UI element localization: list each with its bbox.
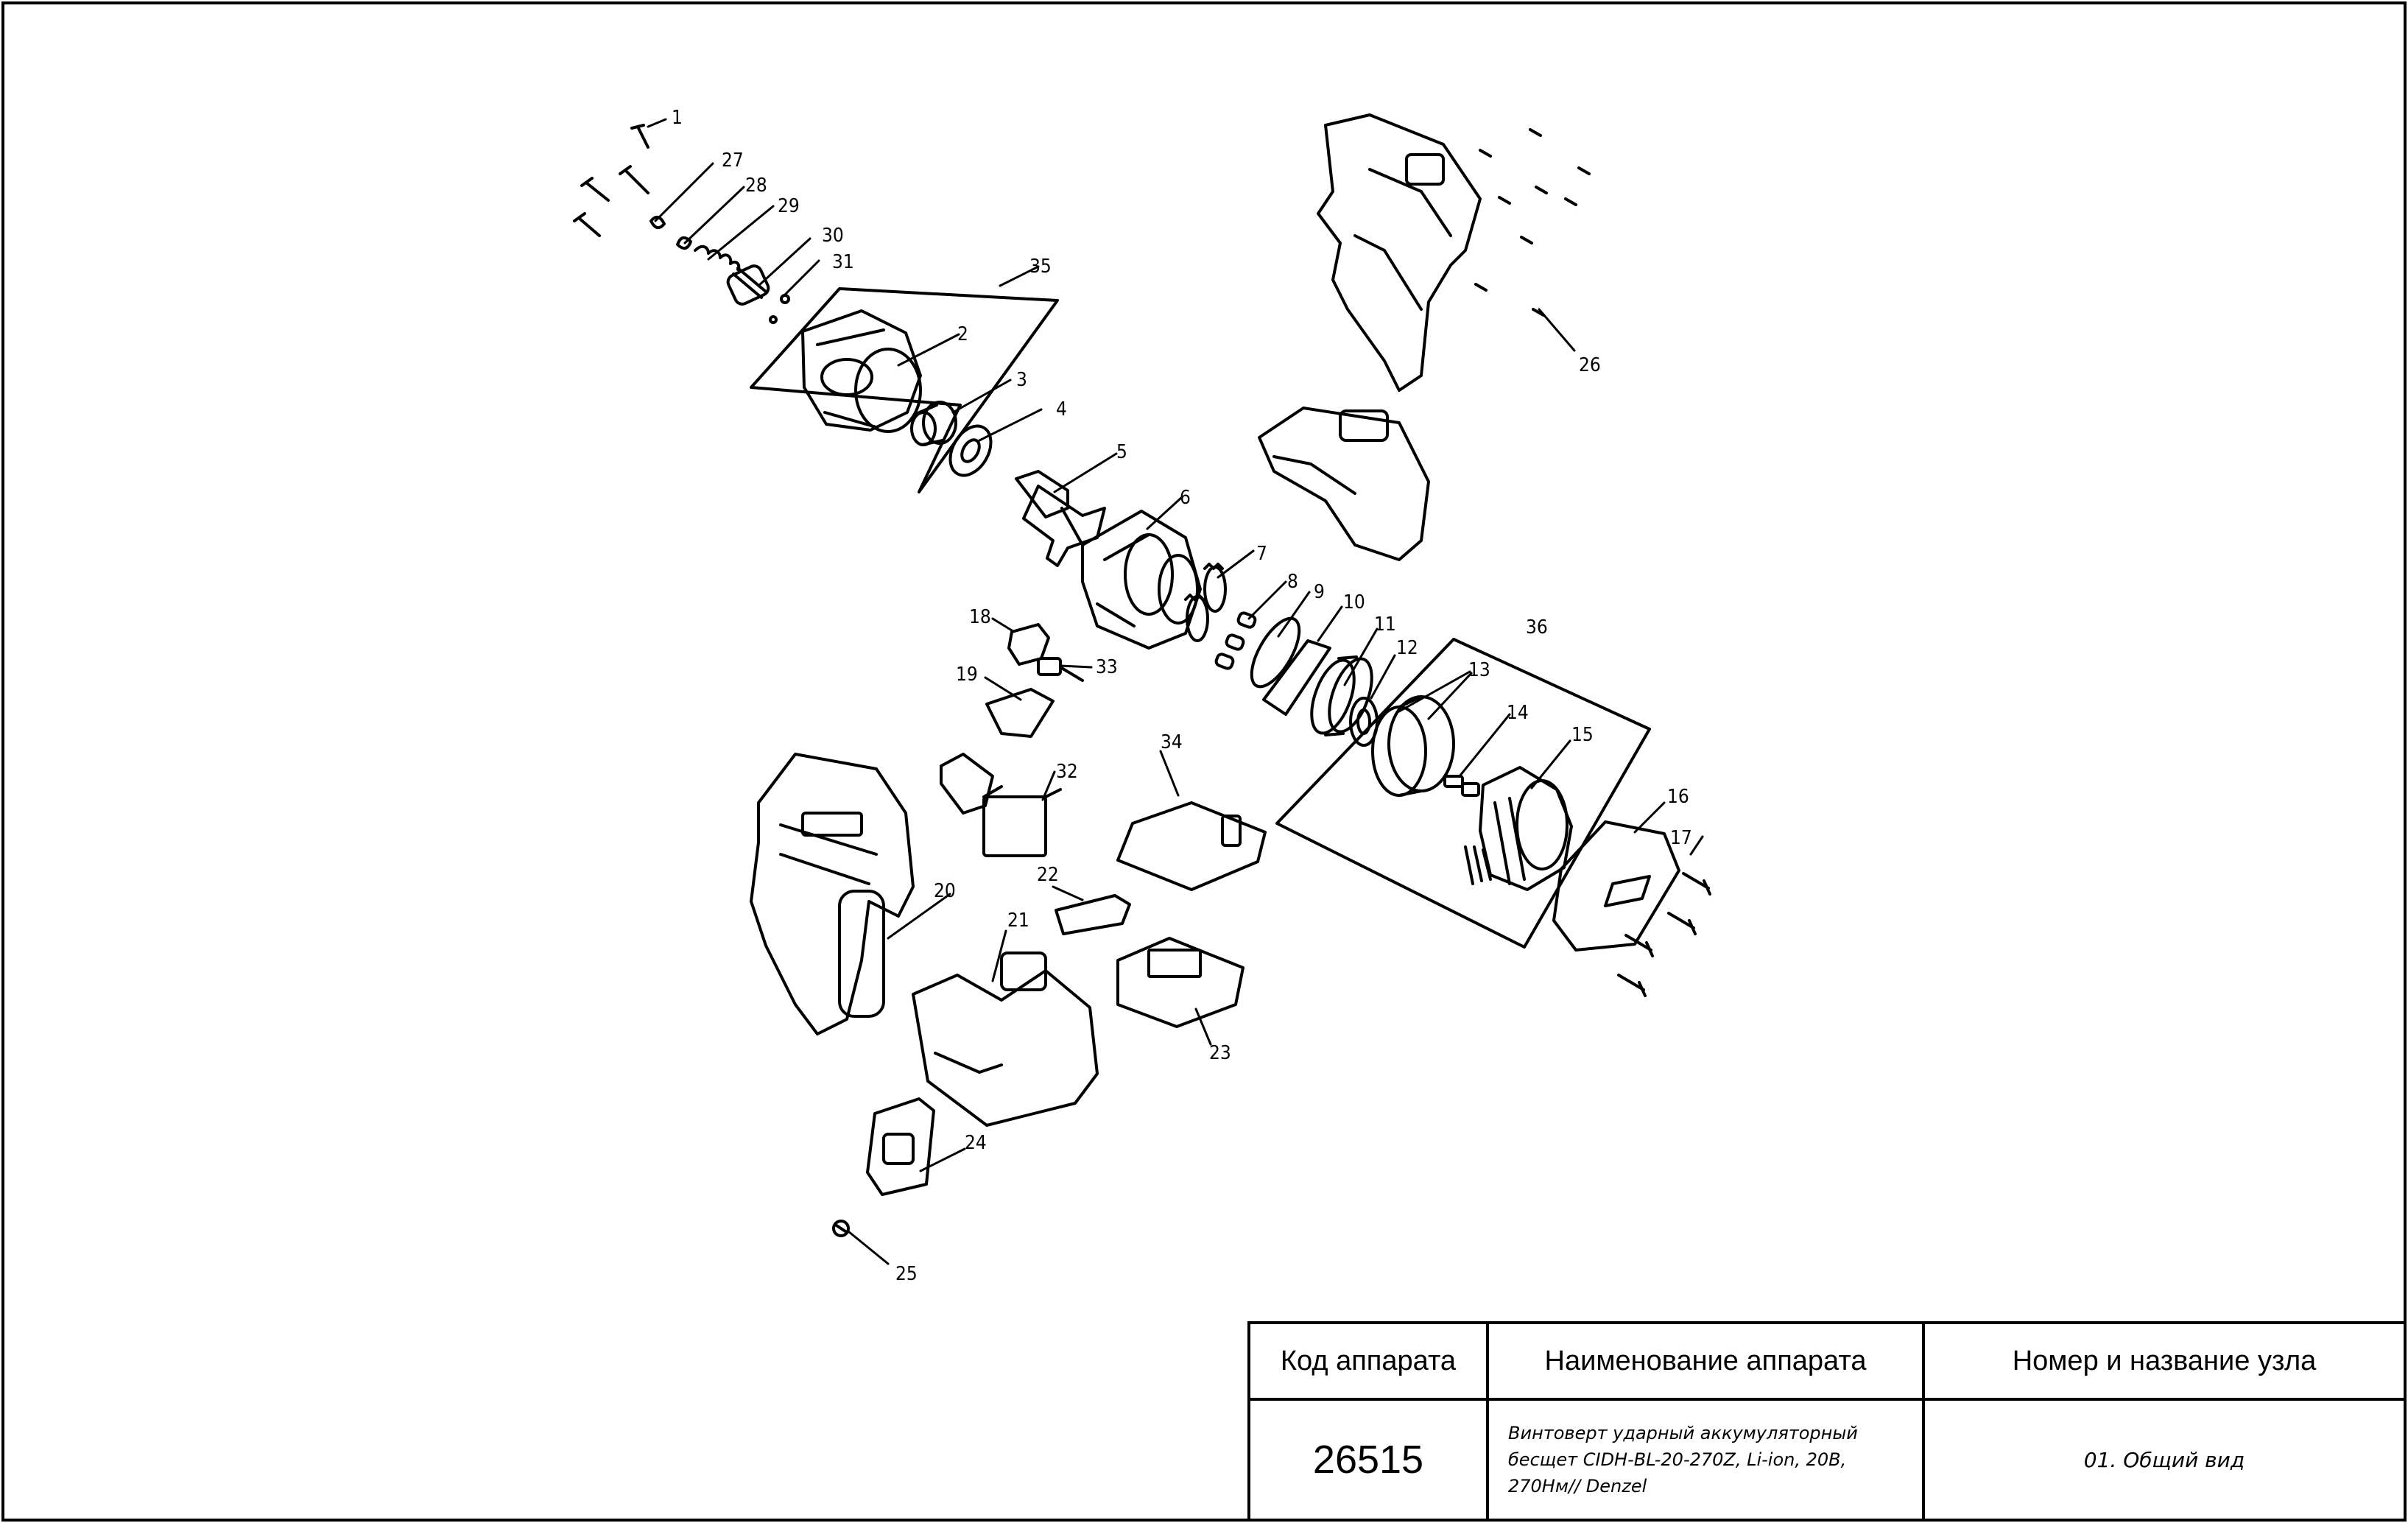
callout-30: 30 (822, 225, 844, 247)
callout-28: 28 (745, 175, 767, 197)
callout-10: 10 (1343, 591, 1365, 613)
part-33-spring (1037, 657, 1084, 682)
callout-36: 36 (1526, 616, 1548, 639)
housing-half-right (1317, 113, 1482, 392)
col-header-code: Код аппарата (1280, 1345, 1457, 1376)
part-8-pins (1214, 611, 1257, 670)
group-outline-36 (1275, 638, 1651, 949)
part-7-planet-gears (1184, 563, 1227, 642)
part-4-washer (948, 424, 993, 477)
part-16-rear-cap (1552, 820, 1680, 952)
callout-21: 21 (1007, 910, 1029, 932)
leader-lines (647, 118, 1704, 1265)
part-2-nose-cover (801, 309, 922, 433)
part-24-latch (866, 1097, 935, 1196)
callout-15: 15 (1571, 724, 1594, 746)
callout-31: 31 (832, 251, 854, 273)
part-21-battery-base (912, 952, 1099, 1127)
callout-16: 16 (1667, 786, 1689, 808)
callout-9: 9 (1314, 581, 1325, 603)
callout-35: 35 (1029, 256, 1052, 278)
device-name: Винтоверт ударный аккумуляторный бесщет … (1488, 1399, 1923, 1520)
device-name-line-3: 270Нм// Denzel (1508, 1476, 1647, 1496)
part-5-anvil (1015, 470, 1106, 567)
part-14-rotor-shaft (1443, 775, 1480, 797)
callout-19: 19 (956, 664, 978, 686)
part-22-led (1055, 894, 1131, 935)
unit-name: 01. Общий вид (2083, 1447, 2245, 1472)
part-20-housing-half-left (750, 753, 915, 1035)
part-17-screws (1617, 872, 1711, 997)
callout-33: 33 (1096, 656, 1118, 678)
callout-2: 2 (957, 323, 968, 345)
part-23-terminal (1116, 937, 1245, 1028)
title-block-grid (1247, 1321, 2407, 1522)
part-15-stator (1464, 766, 1573, 891)
part-11-ring-gear (1310, 655, 1373, 736)
callout-6: 6 (1180, 487, 1191, 509)
callout-22: 22 (1037, 864, 1059, 886)
callout-29: 29 (778, 195, 800, 217)
callout-4: 4 (1056, 398, 1067, 421)
part-25-screw (832, 1220, 850, 1237)
callout-20: 20 (934, 880, 956, 902)
callout-18: 18 (969, 606, 991, 628)
callout-3: 3 (1016, 369, 1027, 391)
part-10-gasket (1262, 639, 1331, 716)
group-outline-35 (750, 287, 1059, 493)
device-code: 26515 (1312, 1438, 1424, 1482)
callout-25: 25 (895, 1263, 918, 1285)
callout-8: 8 (1287, 571, 1298, 593)
part-19-lever (985, 688, 1055, 738)
callout-34: 34 (1161, 731, 1183, 753)
device-name-line-1: Винтоверт ударный аккумуляторный (1508, 1423, 1858, 1443)
callout-32: 32 (1056, 761, 1078, 783)
callout-27: 27 (722, 150, 744, 172)
col-header-unit: Номер и название узла (2012, 1345, 2317, 1376)
callout-24: 24 (965, 1132, 987, 1154)
part-3-bushing (910, 401, 957, 446)
callout-7: 7 (1256, 543, 1267, 565)
callout-5: 5 (1116, 441, 1127, 463)
part-9-gasket (1250, 616, 1301, 689)
callout-11: 11 (1374, 613, 1396, 636)
callout-17: 17 (1670, 827, 1692, 849)
col-header-name: Наименование аппарата (1544, 1345, 1867, 1376)
device-name-line-2: бесщет CIDH-BL-20-270Z, Li-ion, 20В, (1508, 1449, 1847, 1470)
screws-part-26 (1474, 128, 1591, 317)
callout-13: 13 (1468, 659, 1490, 681)
spring-clips-27-31 (649, 215, 790, 324)
part-32-switch (940, 753, 1062, 857)
part-12-bearing (1349, 697, 1379, 747)
callout-1: 1 (672, 107, 683, 129)
callout-23: 23 (1209, 1042, 1231, 1064)
screws-part-1 (573, 124, 649, 237)
part-13-motor-housing (1371, 695, 1455, 797)
housing-rear-piece (1258, 407, 1430, 561)
title-block: Код аппарата Наименование аппарата Номер… (1249, 1323, 2408, 1523)
callout-26: 26 (1579, 354, 1601, 376)
callout-14: 14 (1507, 702, 1529, 724)
callout-12: 12 (1396, 637, 1418, 659)
part-34-pcb (1116, 801, 1267, 891)
